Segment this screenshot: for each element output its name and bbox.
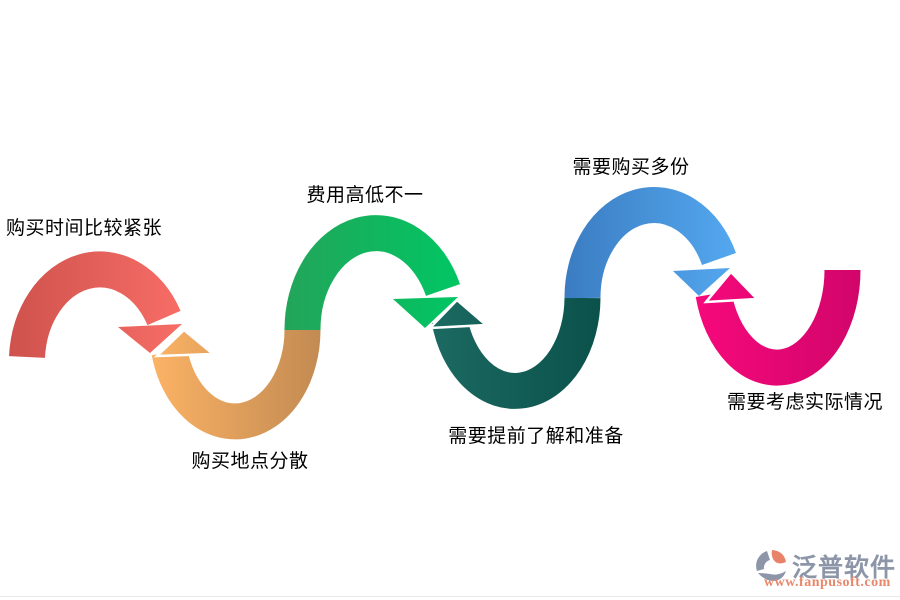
step-5-label: 需要购买多份 [572,157,690,178]
watermark: 泛普软件 www.fanpusoft.com [748,545,900,595]
bottom-divider [0,596,900,597]
step-4-label: 需要提前了解和准备 [448,426,624,447]
watermark-brand-text: 泛普软件 [792,554,897,582]
step-2-orange-u-arrow [151,328,321,440]
step-6-label: 需要考虑实际情况 [726,392,883,413]
step-6-pink-u-arrow [695,269,861,386]
step-1-red-arch-arrow [9,251,182,359]
watermark-url-text: www.fanpusoft.com [764,575,891,590]
step-3-label: 费用高低不一 [306,185,424,206]
step-1-label: 购买时间比较紧张 [6,218,163,239]
step-4-teal-u-arrow [426,297,601,409]
fanpu-logo-icon [756,550,786,581]
step-2-label: 购买地点分散 [191,451,309,472]
step-3-green-arch-arrow [284,215,461,331]
step-5-blue-arch-arrow [564,187,736,299]
